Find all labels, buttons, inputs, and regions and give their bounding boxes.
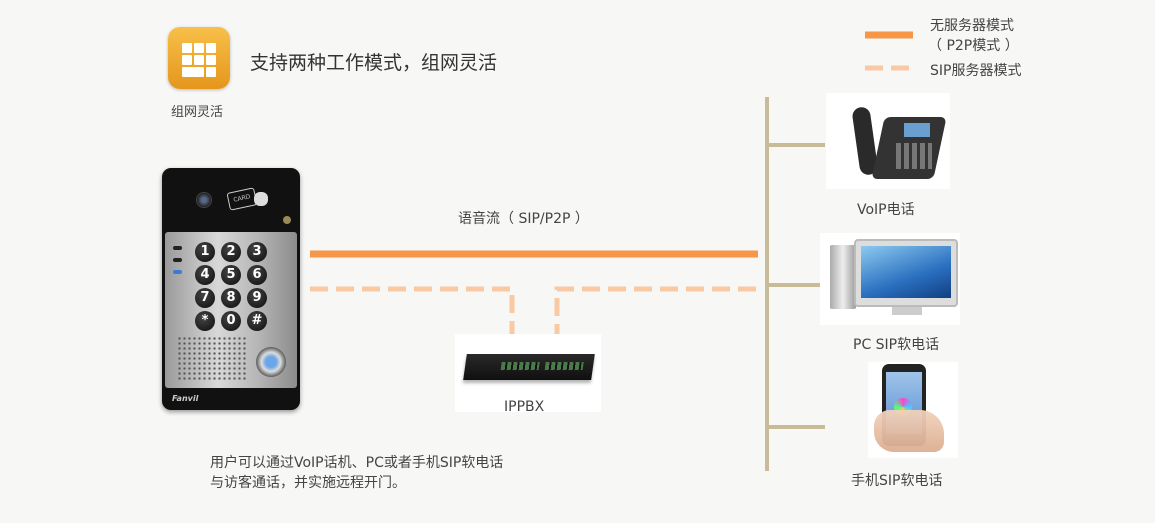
key-8: 8 <box>221 288 241 308</box>
hand-icon <box>874 410 944 452</box>
desk-phone-icon <box>850 103 947 183</box>
sip-line-left <box>310 286 515 342</box>
key-0: 0 <box>221 311 241 331</box>
key-star: * <box>195 311 215 331</box>
pc <box>820 233 960 325</box>
speaker-grille <box>177 336 247 382</box>
key-4: 4 <box>195 265 215 285</box>
grid-app-icon <box>168 27 230 89</box>
status-led-3 <box>173 270 182 274</box>
key-5: 5 <box>221 265 241 285</box>
key-3: 3 <box>247 242 267 262</box>
key-2: 2 <box>221 242 241 262</box>
key-9: 9 <box>247 288 267 308</box>
pc-label: PC SIP软电话 <box>853 337 940 353</box>
headline: 支持两种工作模式，组网灵活 <box>250 52 498 74</box>
pc-tower-icon <box>830 245 856 309</box>
mobile-label: 手机SIP软电话 <box>851 473 943 489</box>
voip-phone-label: VoIP电话 <box>857 202 915 218</box>
door-phone: CARD 1 2 3 4 5 6 7 8 9 * 0 # Fanvil <box>162 168 300 410</box>
ippbx-label: IPPBX <box>504 399 545 415</box>
mobile <box>868 362 958 458</box>
call-button-icon <box>256 347 286 377</box>
card-reader-icon: CARD <box>226 184 274 212</box>
legend-dashed-label: SIP服务器模式 <box>930 63 1022 79</box>
key-6: 6 <box>247 265 267 285</box>
camera-icon <box>196 192 212 208</box>
legend-solid-label: 无服务器模式 <box>930 18 1014 34</box>
keypad-panel: 1 2 3 4 5 6 7 8 9 * 0 # <box>165 232 297 388</box>
voip-phone <box>826 93 950 189</box>
status-led-2 <box>173 258 182 262</box>
legend-solid-sublabel: （ P2P模式 ） <box>928 38 1019 54</box>
key-7: 7 <box>195 288 215 308</box>
key-hash: # <box>247 311 267 331</box>
ippbx-icon <box>463 354 595 380</box>
status-led-1 <box>173 246 182 250</box>
brand-logo: Fanvil <box>172 394 199 403</box>
sip-line-right <box>554 286 758 342</box>
monitor-icon <box>854 239 958 307</box>
card-text: CARD <box>226 187 258 211</box>
app-icon-label: 组网灵活 <box>171 105 224 120</box>
led-icon <box>283 216 291 224</box>
key-1: 1 <box>195 242 215 262</box>
description-line-2: 与访客通话，并实施远程开门。 <box>210 475 406 491</box>
description-line-1: 用户可以通过VoIP话机、PC或者手机SIP软电话 <box>210 455 504 471</box>
ippbx-device <box>455 334 601 412</box>
stream-label: 语音流（ SIP/P2P ） <box>458 211 589 227</box>
